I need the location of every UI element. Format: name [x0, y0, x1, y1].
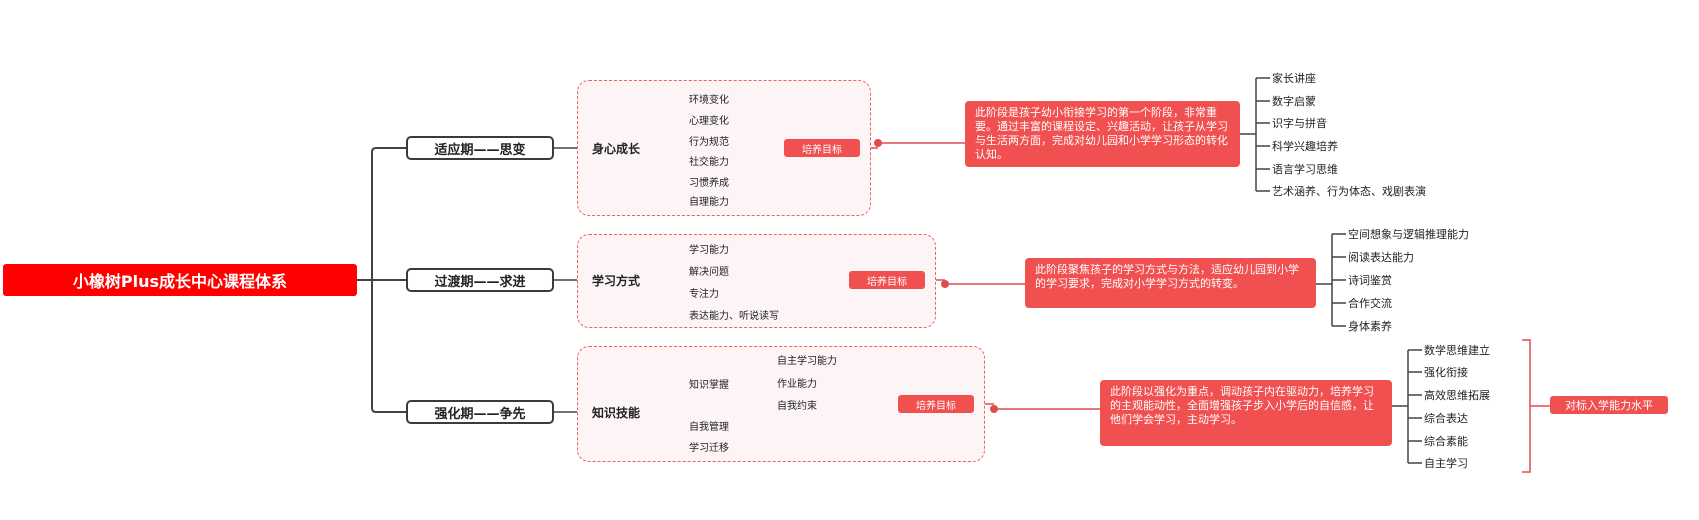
stage1-leaf: 心理变化 — [689, 116, 729, 127]
stage3-leaf: 知识掌握 — [689, 380, 729, 391]
stage1-leaf: 环境变化 — [689, 95, 729, 106]
stage2-node: 过渡期——求进 — [406, 268, 554, 292]
stage3-outcome: 强化衔接 — [1424, 366, 1468, 379]
stage3-subleaf: 自我约束 — [777, 401, 817, 412]
stage1-outcome: 家长讲座 — [1272, 72, 1316, 85]
stage1-leaf: 社交能力 — [689, 157, 729, 168]
stage2-outcome: 合作交流 — [1348, 297, 1392, 310]
stage2-goal-label: 培养目标 — [849, 271, 925, 289]
stage2-outcome: 身体素养 — [1348, 320, 1392, 333]
stage1-outcome: 艺术涵养、行为体态、戏剧表演 — [1272, 185, 1426, 198]
stage1-sub-node: 身心成长 — [592, 142, 641, 156]
stage3-outcome: 高效思维拓展 — [1424, 389, 1490, 402]
stage2-leaf: 专注力 — [689, 289, 719, 300]
stage1-leaf: 习惯养成 — [689, 178, 729, 189]
root-node: 小橡树Plus成长中心课程体系 — [3, 264, 357, 296]
stage2-sub-node: 学习方式 — [592, 274, 641, 288]
stage3-outcome: 数学思维建立 — [1424, 344, 1490, 357]
stage2-leaf: 解决问题 — [689, 267, 729, 278]
stage1-goal-label: 培养目标 — [784, 139, 860, 157]
stage1-outcome: 语言学习思维 — [1272, 163, 1338, 176]
stage3-leaf: 自我管理 — [689, 422, 729, 433]
stage3-description: 此阶段以强化为重点，调动孩子内在驱动力，培养学习的主观能动性，全面增强孩子步入小… — [1100, 380, 1392, 446]
stage3-outcome: 自主学习 — [1424, 457, 1468, 470]
stage1-outcome: 数字启蒙 — [1272, 95, 1316, 108]
stage3-subleaf: 自主学习能力 — [777, 356, 837, 367]
stage3-goal-label: 培养目标 — [898, 395, 974, 413]
stage2-group-frame — [577, 234, 936, 328]
stage2-outcome: 阅读表达能力 — [1348, 251, 1414, 264]
stage1-node: 适应期——思变 — [406, 136, 554, 160]
stage1-leaf: 行为规范 — [689, 137, 729, 148]
stage3-outcome: 综合素能 — [1424, 435, 1468, 448]
stage3-outcome: 综合表达 — [1424, 412, 1468, 425]
final-goal-node: 对标入学能力水平 — [1550, 396, 1668, 414]
stage1-outcome: 科学兴趣培养 — [1272, 140, 1338, 153]
stage3-leaf: 学习迁移 — [689, 443, 729, 454]
stage3-sub-node: 知识技能 — [592, 406, 641, 420]
stage2-leaf: 表达能力、听说读写 — [689, 311, 779, 322]
stage2-description: 此阶段聚焦孩子的学习方式与方法，适应幼儿园到小学的学习要求，完成对小学学习方式的… — [1025, 258, 1316, 308]
stage2-outcome: 空间想象与逻辑推理能力 — [1348, 228, 1469, 241]
stage1-leaf: 自理能力 — [689, 197, 729, 208]
stage1-description: 此阶段是孩子幼小衔接学习的第一个阶段，非常重要。通过丰富的课程设定、兴趣活动，让… — [965, 101, 1240, 167]
stage3-node: 强化期——争先 — [406, 400, 554, 424]
stage3-subleaf: 作业能力 — [777, 379, 817, 390]
stage1-outcome: 识字与拼音 — [1272, 117, 1327, 130]
stage2-outcome: 诗词鉴赏 — [1348, 274, 1392, 287]
stage2-leaf: 学习能力 — [689, 245, 729, 256]
